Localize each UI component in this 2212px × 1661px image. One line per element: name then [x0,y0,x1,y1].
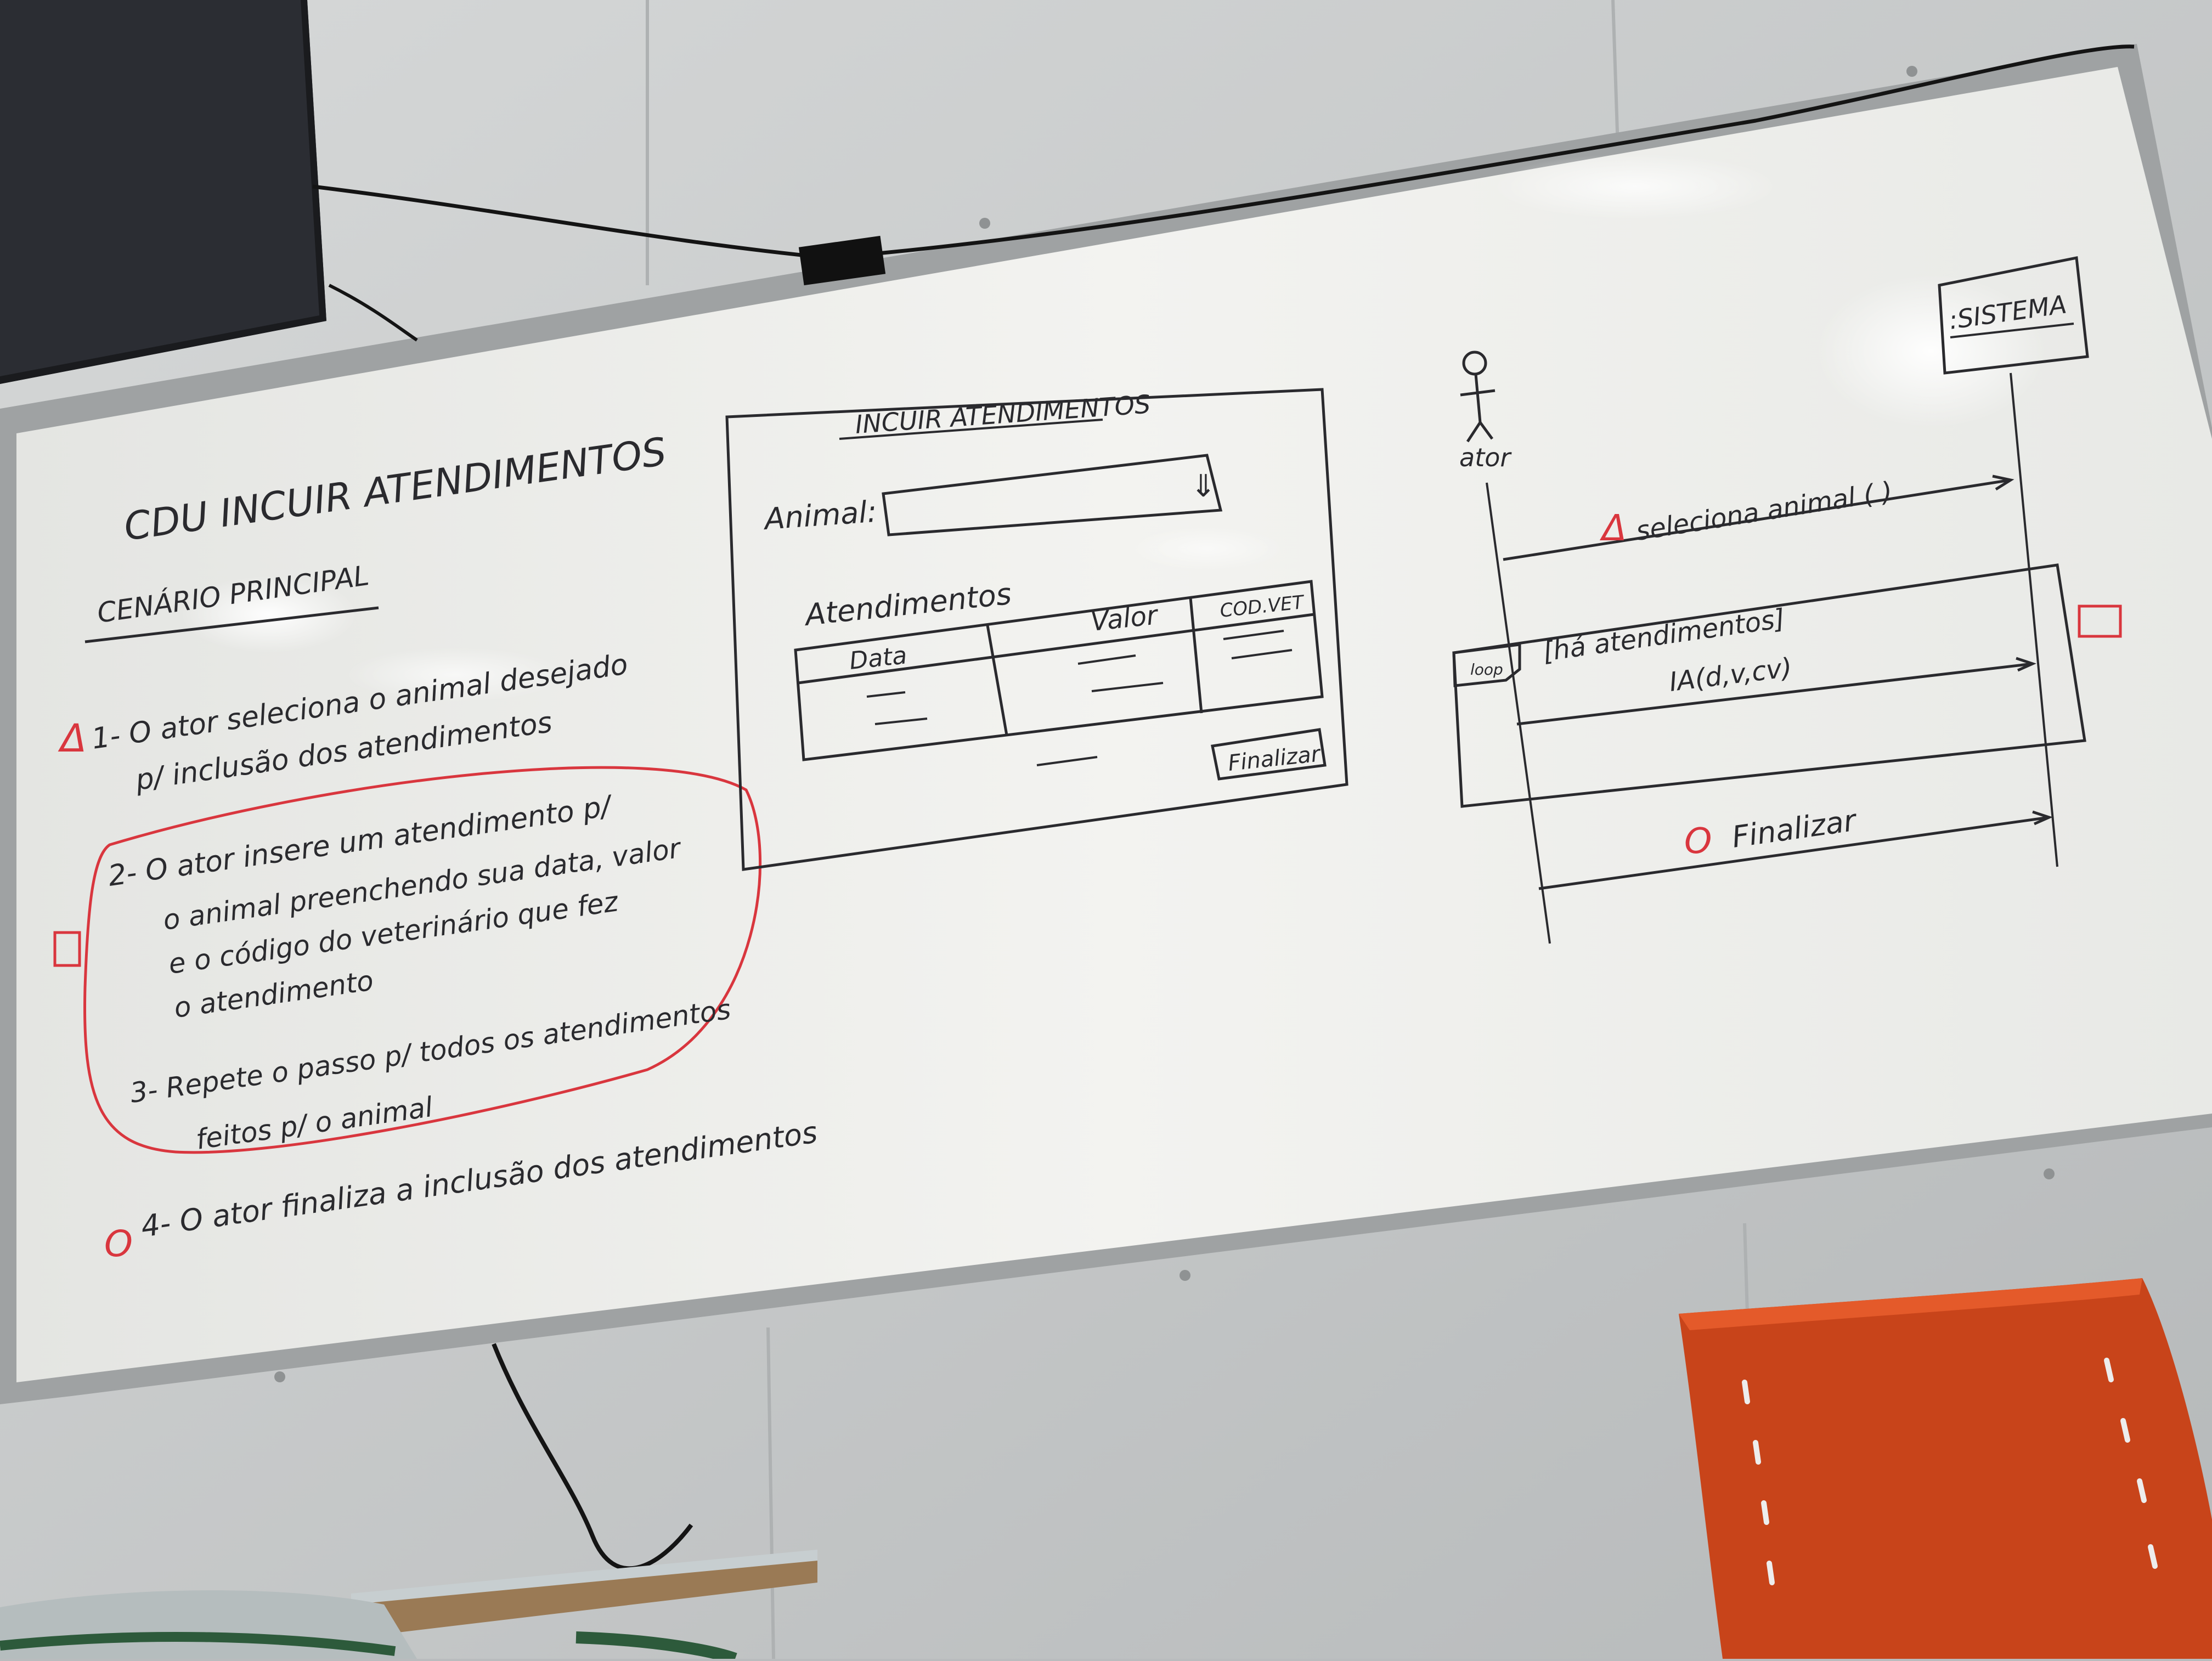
animal-label: Animal: [762,494,878,536]
col-valor: Valor [1089,600,1160,637]
tv-screen [0,0,326,384]
message-seleciona-animal [1503,478,2011,561]
step2-marker [53,931,81,967]
actor-label: ator [1459,443,1512,472]
finalizar-button [1211,728,1327,781]
loop-frame [1452,563,2086,808]
msg1-marker: Δ [1599,507,1627,549]
glare [1492,154,1778,219]
loop-marker [2078,604,2122,638]
atendimentos-table [794,580,1324,761]
system-box [1938,256,2089,375]
system-lifeline [2010,372,2058,867]
actor-head [1462,351,1487,376]
wall-seam [766,1327,775,1659]
dropdown-arrow: ⇓ [1190,468,1216,504]
cable [328,284,418,342]
col-data: Data [848,641,909,675]
cable-clip [798,235,886,286]
orange-chair [1679,1278,2212,1659]
loop-tag [1452,643,1521,687]
glare [1816,274,2046,428]
cable [312,44,2135,260]
glare [1130,527,1284,570]
animal-dropdown [882,454,1223,536]
message-finalizar [1538,816,2050,890]
msg3-marker: O [1684,821,1712,862]
step1-marker: Δ [58,716,87,761]
loop-label: loop [1470,660,1503,679]
highlight-loop [83,766,762,1154]
step4-marker: O [104,1223,133,1265]
glare [346,647,565,702]
board-hooks [274,66,2055,1382]
actor-lifeline [1486,482,1551,944]
whiteboard [16,67,2212,1382]
message-ia [1516,662,2033,726]
mockup-frame [725,388,1348,871]
glare [181,576,357,653]
cable [492,1343,693,1571]
student-desk [0,1550,817,1661]
